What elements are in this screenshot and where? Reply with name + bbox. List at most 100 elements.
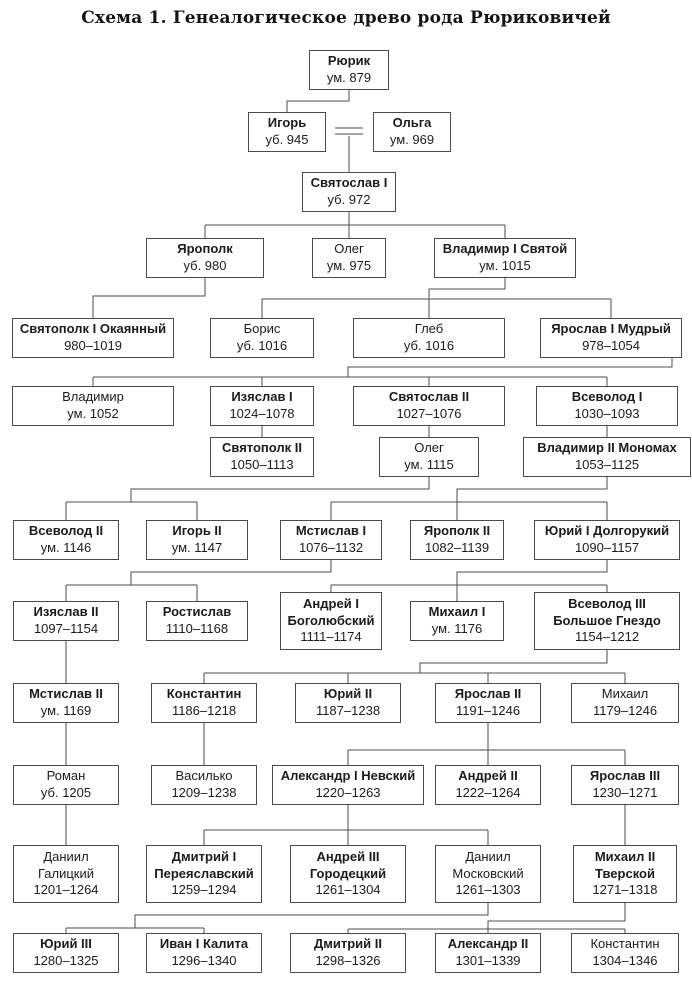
person-name: Александр I Невский: [280, 768, 416, 784]
person-dates: 1154–1212: [574, 629, 640, 645]
person-name: Андрей II: [458, 768, 518, 784]
person-name: Владимир I Святой: [442, 241, 568, 257]
person-dates: 1053–1125: [574, 457, 640, 472]
person-dates: ум. 879: [326, 70, 372, 85]
person-name: Ольга: [392, 115, 432, 131]
person-name: Ярополк: [177, 241, 233, 257]
person-dates: 1298–1326: [315, 953, 381, 968]
person-dates: 1259–1294: [171, 882, 237, 898]
person-name: Иван I Калита: [159, 936, 249, 952]
person-name: Всеволод II: [28, 523, 104, 539]
person-name: Юрий III: [40, 936, 92, 952]
connector-line: [456, 560, 608, 601]
person-dates: уб. 945: [265, 132, 309, 147]
person-name: Роман: [46, 768, 86, 784]
person-name: Александр II: [447, 936, 529, 952]
person-dates: 1082–1139: [424, 540, 490, 555]
person-dates: 1201–1264: [33, 882, 99, 898]
person-name: Дмитрий II: [314, 936, 382, 952]
person-dates: 1304–1346: [592, 953, 658, 968]
person-name: Святослав II: [388, 389, 470, 405]
connector-line: [286, 90, 350, 112]
person-name: Ярослав III: [589, 768, 661, 784]
person-dates: 1261–1304: [315, 882, 381, 898]
person-name: Всеволод III Большое Гнездо: [553, 595, 661, 628]
person-dates: 1030–1093: [574, 406, 640, 421]
person-name: Василько: [175, 768, 233, 784]
person-name: Святополк I Окаянный: [19, 321, 167, 337]
person-name: Всеволод I: [571, 389, 643, 405]
person-dates: уб. 980: [183, 258, 227, 273]
person-name: Михаил: [601, 686, 649, 702]
person-name: Константин: [166, 686, 242, 702]
connector-line: [428, 278, 506, 318]
person-dates: 1111–1174: [300, 629, 362, 645]
person-name: Изяслав II: [33, 604, 99, 620]
person-dates: 1261–1303: [455, 882, 521, 898]
person-dates: 1097–1154: [33, 621, 99, 636]
person-name: Святополк II: [222, 440, 302, 456]
person-dates: 1024–1078: [229, 406, 295, 421]
connector-line: [92, 278, 206, 318]
person-name: Дмитрий I Переяславский: [154, 848, 254, 881]
person-dates: уб. 1016: [403, 338, 455, 353]
person-dates: ум. 1169: [40, 703, 92, 718]
person-dates: 1222–1264: [455, 785, 521, 800]
person-dates: 1280–1325: [33, 953, 99, 968]
person-dates: 1179–1246: [592, 703, 658, 718]
person-name: Олег: [334, 241, 364, 257]
person-dates: ум. 1052: [67, 406, 119, 421]
person-name: Мстислав II: [29, 686, 103, 702]
diagram-title: Схема 1. Генеалогическое древо рода Рюри…: [81, 8, 611, 28]
person-dates: 1050–1113: [230, 457, 294, 472]
connector-line: [487, 903, 626, 929]
person-dates: 1076–1132: [298, 540, 364, 555]
person-dates: 1090–1157: [574, 540, 640, 555]
person-name: Изяслав I: [231, 389, 293, 405]
person-name: Ярополк II: [423, 523, 491, 539]
person-name: Юрий II: [323, 686, 373, 702]
person-name: Владимир II Мономах: [537, 440, 677, 456]
person-dates: ум. 975: [326, 258, 372, 273]
person-name: Рюрик: [327, 53, 371, 69]
person-name: Глеб: [414, 321, 444, 337]
person-dates: 1301–1339: [455, 953, 521, 968]
person-name: Андрей I Боголюбский: [287, 595, 375, 628]
person-dates: 1209–1238: [171, 785, 237, 800]
person-name: Ростислав: [162, 604, 232, 620]
person-name: Андрей III Городецкий: [309, 848, 387, 881]
person-name: Даниил Галицкий: [37, 848, 95, 881]
person-dates: уб. 1205: [40, 785, 92, 800]
person-dates: ум. 1147: [171, 540, 223, 555]
person-dates: уб. 1016: [236, 338, 288, 353]
connector-line: [130, 477, 430, 502]
person-dates: 1186–1218: [171, 703, 237, 718]
person-dates: 978–1054: [582, 338, 640, 353]
